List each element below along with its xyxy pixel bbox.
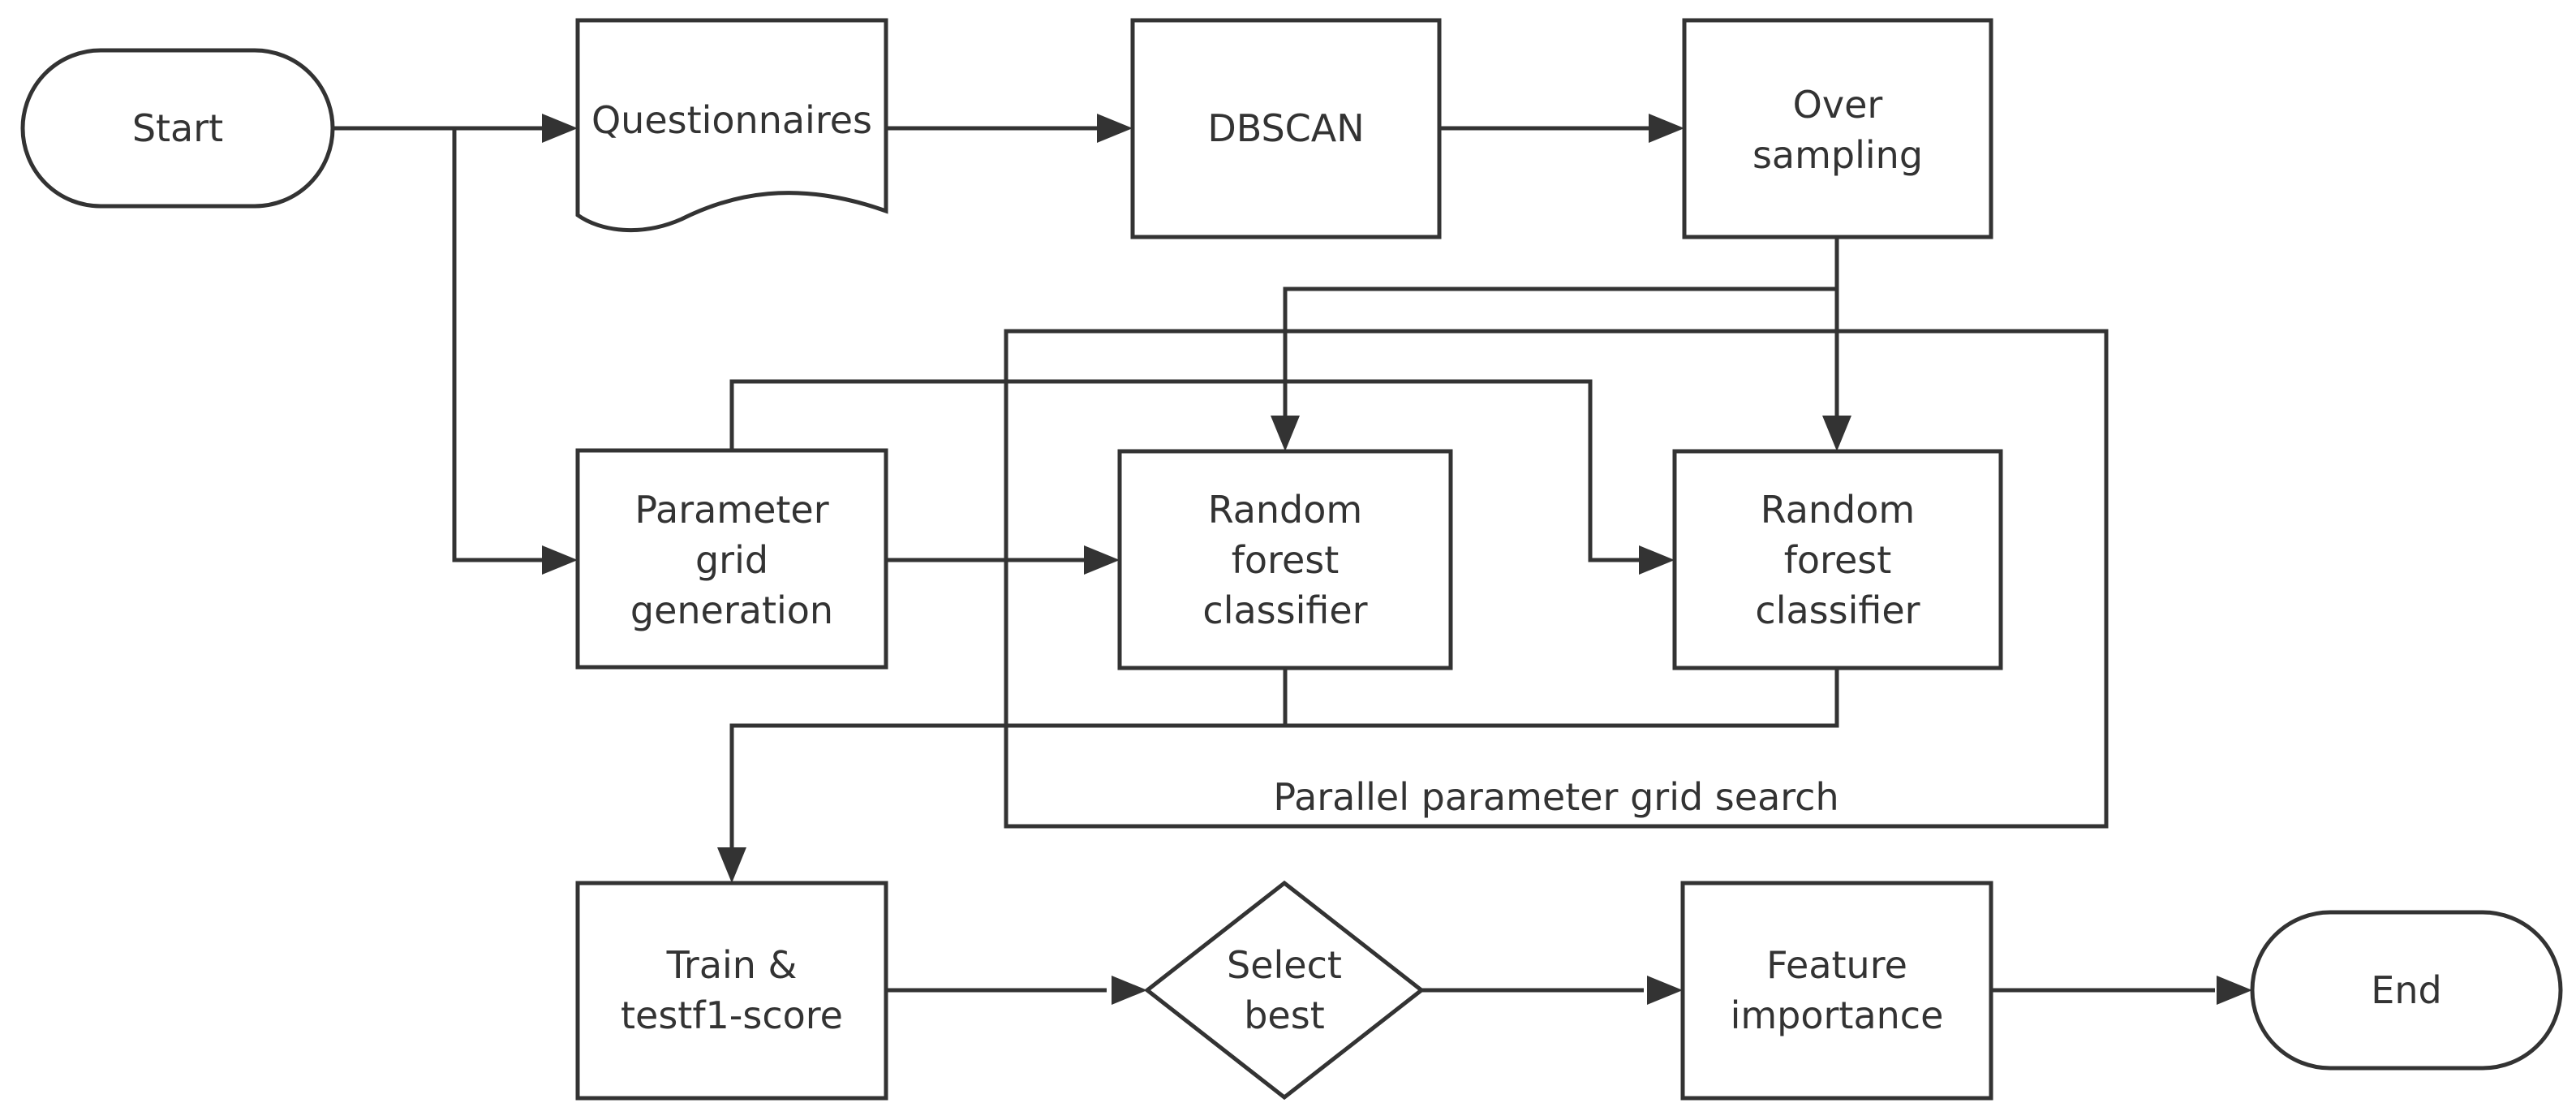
end-node: End xyxy=(2250,910,2563,1071)
label-line: Start xyxy=(132,106,223,150)
label-line: Questionnaires xyxy=(591,98,872,142)
label-line: Train & xyxy=(666,943,798,987)
parallel-search-label: Parallel parameter grid search xyxy=(1273,775,1838,819)
train-test-node: Train & testf1-score xyxy=(575,881,888,1101)
arrowhead-icon xyxy=(542,114,578,143)
edge-oversampling-rf1 xyxy=(1283,287,1837,422)
oversampling-node-label: Over sampling xyxy=(1752,83,1923,177)
feature-importance-node: Feature importance xyxy=(1680,881,1993,1101)
label-line: testf1-score xyxy=(621,993,843,1037)
edge-rf1-train xyxy=(729,669,1288,855)
label-line: forest xyxy=(1232,538,1340,582)
parameter-grid-node-label: Parameter grid generation xyxy=(630,488,833,632)
edge-rf2-train xyxy=(1285,669,1839,728)
parallel-search-group xyxy=(1004,329,2109,829)
train-test-node-label: Train & testf1-score xyxy=(621,943,843,1037)
label-line: classifier xyxy=(1755,588,1920,632)
arrowhead-icon xyxy=(1097,114,1133,143)
start-node: Start xyxy=(20,48,335,209)
random-forest-node-2-label: Random forest classifier xyxy=(1755,488,1920,632)
edge-start-param-grid xyxy=(452,128,544,562)
dbscan-node: DBSCAN xyxy=(1130,18,1442,239)
questionnaires-node-label: Questionnaires xyxy=(591,98,872,142)
connectors xyxy=(333,126,2215,993)
label-line: Feature xyxy=(1766,943,1907,987)
label-line: Parameter xyxy=(634,488,828,532)
label-line: Select xyxy=(1227,943,1342,987)
arrowhead-icon xyxy=(542,545,578,575)
label-line: Random xyxy=(1208,488,1362,532)
arrowhead-icon xyxy=(1112,976,1147,1005)
random-forest-node-1: Random forest classifier xyxy=(1117,449,1453,670)
feature-importance-node-label: Feature importance xyxy=(1731,943,1944,1037)
random-forest-node-2: Random forest classifier xyxy=(1672,449,2003,670)
label-line: classifier xyxy=(1202,588,1367,632)
start-node-label: Start xyxy=(132,106,223,150)
label-line: grid xyxy=(695,538,768,582)
arrowhead-icon xyxy=(2217,976,2252,1005)
edge-param-grid-rf2 xyxy=(729,379,1654,562)
label-line: sampling xyxy=(1752,133,1923,177)
label-line: Over xyxy=(1793,83,1883,127)
label-line: best xyxy=(1244,993,1325,1037)
arrowhead-icon xyxy=(717,847,746,883)
arrowhead-icon xyxy=(1649,114,1684,143)
end-node-label: End xyxy=(2371,968,2441,1012)
parameter-grid-node: Parameter grid generation xyxy=(575,448,888,670)
questionnaires-node: Questionnaires xyxy=(575,18,888,233)
random-forest-node-1-label: Random forest classifier xyxy=(1202,488,1367,632)
oversampling-node: Over sampling xyxy=(1682,18,1993,239)
arrowhead-icon xyxy=(1639,545,1675,575)
label-line: DBSCAN xyxy=(1207,106,1364,150)
arrowhead-icon xyxy=(1271,416,1300,451)
label-line: forest xyxy=(1784,538,1892,582)
label-line: importance xyxy=(1731,993,1944,1037)
select-best-node: Select best xyxy=(1143,880,1426,1101)
label-line: Random xyxy=(1761,488,1915,532)
arrowheads xyxy=(542,114,2252,1005)
select-best-node-label: Select best xyxy=(1227,943,1342,1037)
label-line: End xyxy=(2371,968,2441,1012)
arrowhead-icon xyxy=(1084,545,1120,575)
arrowhead-icon xyxy=(1822,416,1851,451)
arrowhead-icon xyxy=(1647,976,1683,1005)
dbscan-node-label: DBSCAN xyxy=(1207,106,1364,150)
label-line: generation xyxy=(630,588,833,632)
